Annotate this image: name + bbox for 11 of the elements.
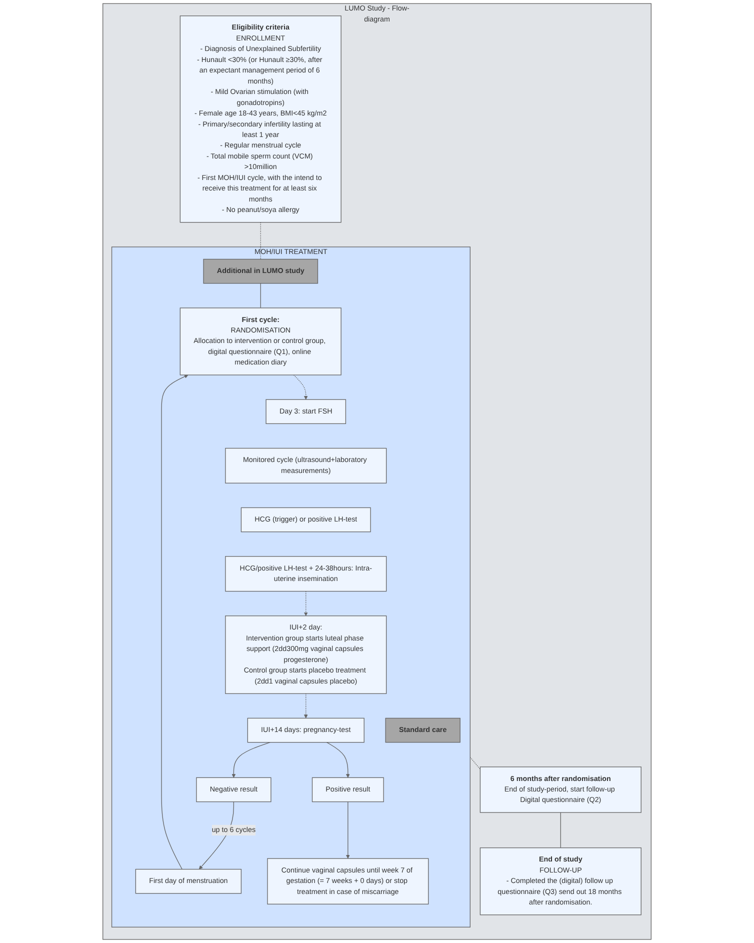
arrow xyxy=(161,374,188,870)
connector xyxy=(560,812,561,848)
arrow xyxy=(304,590,308,616)
arrow xyxy=(346,801,350,859)
arrow xyxy=(304,693,308,718)
connector xyxy=(260,283,261,308)
connector xyxy=(470,756,481,770)
connector xyxy=(260,222,261,260)
arrow xyxy=(326,742,350,778)
arrow xyxy=(232,742,270,778)
arrow xyxy=(293,374,308,400)
